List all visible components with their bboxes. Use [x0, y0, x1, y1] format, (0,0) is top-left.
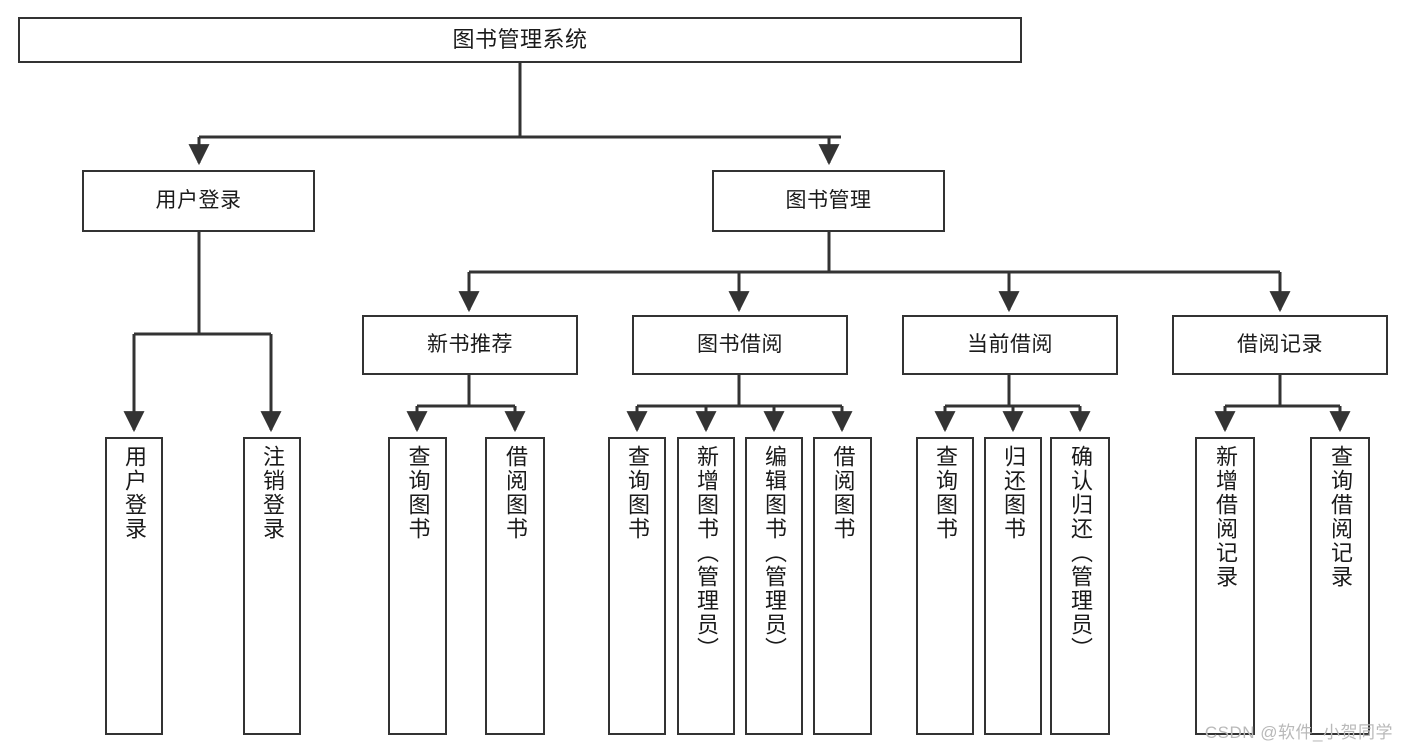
- node-leaf-user-login-label: 用户登录: [122, 445, 147, 541]
- node-current-borrow[interactable]: 当前借阅: [902, 315, 1118, 375]
- node-leaf-logout-label: 注销登录: [260, 445, 285, 541]
- node-leaf-br-query-record[interactable]: 查询借阅记录: [1310, 437, 1370, 735]
- node-leaf-nb-query-book-label: 查询图书: [405, 445, 431, 541]
- node-book-management[interactable]: 图书管理: [712, 170, 945, 232]
- node-leaf-bb-edit-book-label: 编辑图书（管理员）: [762, 445, 787, 661]
- node-current-borrow-label: 当前借阅: [967, 332, 1053, 356]
- node-user-login[interactable]: 用户登录: [82, 170, 315, 232]
- node-borrow-record-label: 借阅记录: [1237, 332, 1323, 356]
- node-leaf-bb-borrow-book[interactable]: 借阅图书: [813, 437, 872, 735]
- node-new-book-recommend[interactable]: 新书推荐: [362, 315, 578, 375]
- node-leaf-nb-query-book[interactable]: 查询图书: [388, 437, 447, 735]
- node-leaf-cb-confirm-return[interactable]: 确认归还（管理员）: [1050, 437, 1110, 735]
- node-leaf-nb-borrow-book[interactable]: 借阅图书: [485, 437, 545, 735]
- node-user-login-label: 用户登录: [155, 188, 242, 212]
- node-leaf-cb-confirm-return-label: 确认归还（管理员）: [1068, 445, 1093, 661]
- node-leaf-br-add-record[interactable]: 新增借阅记录: [1195, 437, 1255, 735]
- node-leaf-cb-query-book[interactable]: 查询图书: [916, 437, 974, 735]
- node-leaf-user-login[interactable]: 用户登录: [105, 437, 163, 735]
- node-leaf-nb-borrow-book-label: 借阅图书: [503, 445, 528, 541]
- node-leaf-bb-borrow-book-label: 借阅图书: [830, 445, 856, 541]
- node-leaf-bb-edit-book[interactable]: 编辑图书（管理员）: [745, 437, 803, 735]
- node-leaf-logout[interactable]: 注销登录: [243, 437, 301, 735]
- node-leaf-br-add-record-label: 新增借阅记录: [1213, 445, 1238, 589]
- node-borrow-record[interactable]: 借阅记录: [1172, 315, 1388, 375]
- node-book-borrow-label: 图书借阅: [697, 332, 783, 356]
- node-leaf-bb-add-book[interactable]: 新增图书（管理员）: [677, 437, 735, 735]
- node-book-borrow[interactable]: 图书借阅: [632, 315, 848, 375]
- node-leaf-bb-query-book-label: 查询图书: [625, 445, 650, 541]
- node-book-management-label: 图书管理: [785, 188, 872, 212]
- node-leaf-br-query-record-label: 查询借阅记录: [1328, 445, 1353, 589]
- node-leaf-cb-query-book-label: 查询图书: [933, 445, 958, 541]
- node-root-system-label: 图书管理系统: [452, 27, 588, 53]
- node-root-system[interactable]: 图书管理系统: [18, 17, 1022, 63]
- node-new-book-recommend-label: 新书推荐: [427, 332, 513, 356]
- node-leaf-cb-return-book[interactable]: 归还图书: [984, 437, 1042, 735]
- node-leaf-cb-return-book-label: 归还图书: [1001, 445, 1026, 541]
- node-leaf-bb-add-book-label: 新增图书（管理员）: [694, 445, 719, 661]
- node-leaf-bb-query-book[interactable]: 查询图书: [608, 437, 666, 735]
